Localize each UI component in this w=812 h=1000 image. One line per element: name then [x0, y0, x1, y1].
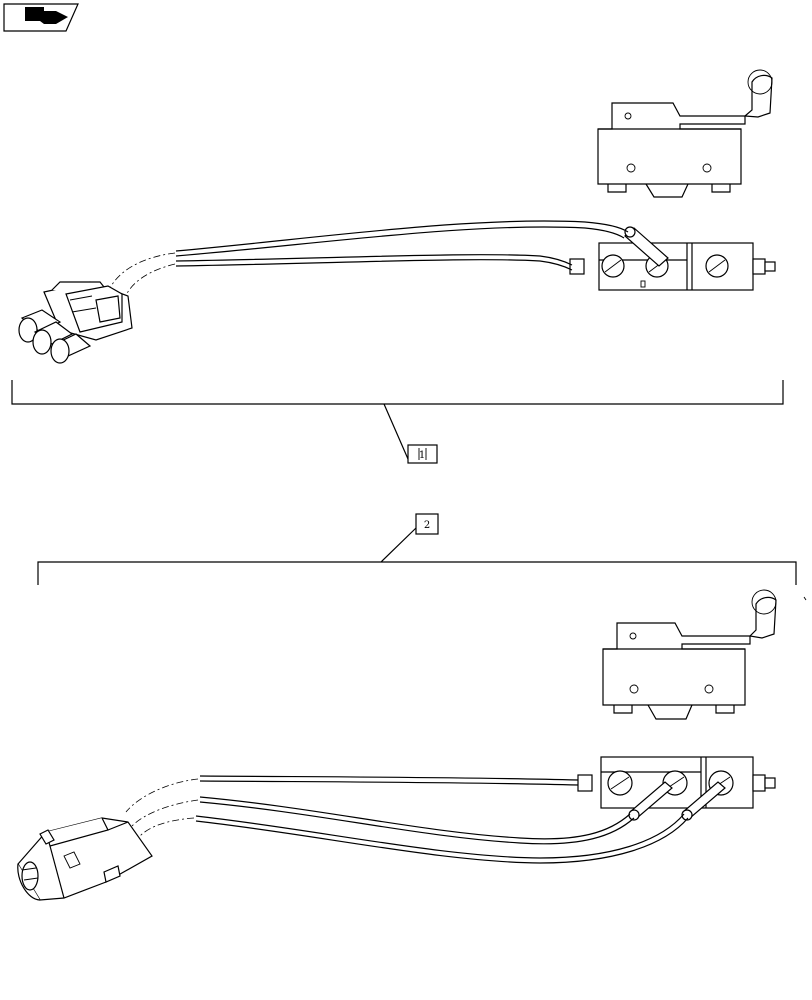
bracket-2 — [37, 527, 797, 585]
callout-1[interactable]: 1 — [407, 444, 438, 464]
microswitch-body-2 — [602, 589, 777, 720]
corner-tick — [803, 596, 807, 601]
connector-3pin-1 — [18, 281, 133, 364]
assembly-1 — [11, 69, 784, 460]
microswitch-body-1 — [597, 69, 773, 198]
terminal-block-1 — [569, 226, 776, 291]
callout-1-label: 1 — [419, 450, 425, 461]
assembly-2 — [17, 527, 797, 901]
wire-harness-2 — [125, 775, 689, 864]
wire-harness-1 — [109, 220, 629, 301]
connector-flat-2 — [17, 817, 153, 901]
bracket-1 — [11, 380, 784, 460]
callout-2[interactable]: 2 — [415, 513, 439, 535]
terminal-block-2 — [577, 756, 776, 821]
folder-arrow-icon[interactable] — [3, 3, 79, 32]
callout-2-label: 2 — [424, 520, 430, 531]
